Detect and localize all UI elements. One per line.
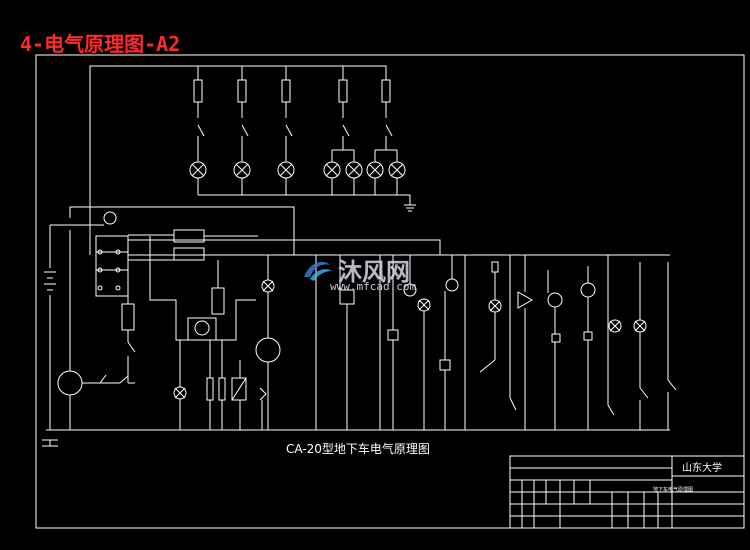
- watermark-logo-icon: [304, 261, 332, 281]
- drawing-border: [35, 54, 745, 529]
- watermark: 沐风网: [300, 252, 410, 287]
- generator: [255, 337, 281, 363]
- title-block-university: 山东大学: [682, 463, 722, 474]
- title-block: [509, 455, 745, 529]
- diagram-caption: CA-20型地下车电气原理图: [286, 442, 430, 456]
- top-bus: [89, 65, 387, 255]
- watermark-text: 沐风网: [338, 258, 410, 286]
- lamp-row: [189, 161, 406, 179]
- starter-motor: [57, 370, 83, 396]
- fuse-row: [193, 79, 391, 103]
- watermark-url: www.mfcad.com: [330, 280, 417, 293]
- ammeter: [103, 211, 117, 225]
- title-block-drawing-name: 地下车电气原理图: [653, 487, 694, 493]
- branch-columns: [315, 255, 677, 430]
- drawing-title: 4-电气原理图-A2: [20, 32, 181, 56]
